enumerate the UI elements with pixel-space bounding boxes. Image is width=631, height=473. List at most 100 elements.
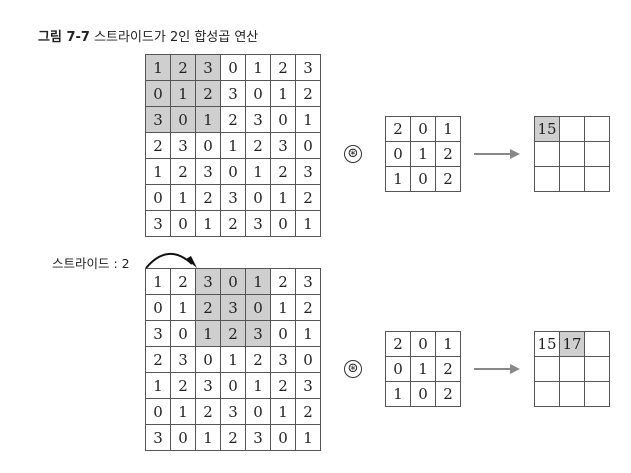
input-cell: 1 [145,54,171,81]
output-cell: 15 [534,331,560,357]
input-cell: 0 [270,210,296,237]
figure-title: 스트라이드가 2인 합성곱 연산 [94,30,259,45]
kernel-cell: 1 [410,141,436,167]
input-cell: 2 [270,268,296,295]
input-cell: 2 [295,398,321,425]
kernel-cell: 0 [410,381,436,407]
input-cell: 3 [295,372,321,399]
input-cell: 2 [170,372,196,399]
kernel-cell: 1 [410,356,436,382]
input-cell: 3 [220,294,246,321]
input-cell: 2 [295,294,321,321]
input-cell: 0 [270,106,296,133]
output-cell [584,141,610,167]
input-cell: 1 [195,210,221,237]
kernel-cell: 2 [385,331,411,357]
output-cell [559,116,585,142]
input-cell: 2 [220,320,246,347]
kernel-cell: 1 [435,331,461,357]
input-cell: 2 [145,132,171,159]
input-cell: 3 [220,398,246,425]
kernel-cell: 2 [385,116,411,142]
input-cell: 0 [220,372,246,399]
input-cell: 0 [220,54,246,81]
input-cell: 1 [270,294,296,321]
input-cell: 1 [270,80,296,107]
input-cell: 2 [195,398,221,425]
input-cell: 2 [295,184,321,211]
kernel-cell: 0 [410,331,436,357]
output-cell [534,166,560,192]
stride-label: 스트라이드 : 2 [52,256,130,271]
input-cell: 2 [220,424,246,451]
output-cell [559,141,585,167]
input-cell: 3 [295,54,321,81]
kernel-cell: 2 [435,166,461,192]
input-cell: 2 [245,132,271,159]
convolution-operator-icon: ⊛ [344,145,362,163]
input-cell: 3 [245,424,271,451]
input-cell: 0 [170,210,196,237]
figure-caption: 그림 7-7 스트라이드가 2인 합성곱 연산 [38,26,258,45]
input-cell: 3 [220,184,246,211]
input-cell: 3 [170,346,196,373]
input-cell: 0 [295,346,321,373]
input-cell: 0 [245,80,271,107]
input-cell: 0 [220,158,246,185]
output-cell [584,116,610,142]
input-cell: 1 [245,372,271,399]
input-cell: 1 [145,268,171,295]
input-cell: 0 [145,184,171,211]
output-cell [584,166,610,192]
input-cell: 3 [295,158,321,185]
kernel-cell: 0 [385,356,411,382]
kernel-cell: 2 [435,141,461,167]
input-cell: 3 [195,54,221,81]
input-cell: 1 [170,398,196,425]
output-cell [534,141,560,167]
input-cell: 3 [245,106,271,133]
input-cell: 1 [220,132,246,159]
input-cell: 3 [195,158,221,185]
input-cell: 0 [195,132,221,159]
input-cell: 0 [195,346,221,373]
input-cell: 2 [270,54,296,81]
input-cell: 1 [170,294,196,321]
input-cell: 1 [295,106,321,133]
input-cell: 3 [195,268,221,295]
input-cell: 1 [245,158,271,185]
output-matrix-step1: 15 [534,116,610,192]
arrow-icon [474,364,520,374]
stride-arrow-icon [145,253,197,269]
input-cell: 0 [170,424,196,451]
input-cell: 3 [145,320,171,347]
input-cell: 0 [170,106,196,133]
convolution-operator-icon: ⊛ [344,360,362,378]
input-cell: 1 [220,346,246,373]
input-cell: 3 [220,80,246,107]
input-cell: 1 [195,106,221,133]
input-cell: 1 [145,372,171,399]
input-cell: 1 [295,320,321,347]
input-cell: 3 [145,424,171,451]
input-cell: 0 [245,184,271,211]
matrix-row: 15 [534,116,610,142]
input-cell: 1 [295,210,321,237]
input-cell: 2 [195,80,221,107]
input-cell: 3 [270,132,296,159]
